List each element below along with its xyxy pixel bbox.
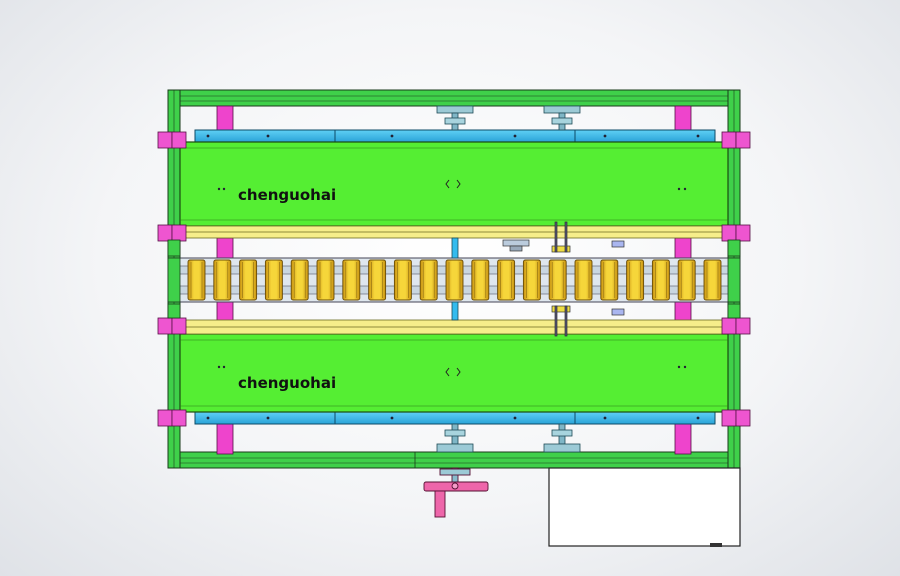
roller [393, 259, 412, 301]
blue-rails [194, 129, 716, 425]
roller [677, 259, 696, 301]
roller [290, 259, 309, 301]
roller [316, 259, 335, 301]
lower-belt: chenguohai [179, 333, 729, 413]
upper-belt: chenguohai [179, 141, 729, 227]
roller [497, 259, 516, 301]
upper-belt-label: chenguohai [238, 186, 336, 204]
sensor-parts [502, 221, 625, 337]
handwheel [423, 467, 489, 518]
roller [264, 259, 283, 301]
roller [574, 259, 593, 301]
upper-guide [179, 225, 729, 239]
rollers [187, 259, 722, 301]
roller [703, 259, 722, 301]
adjustment-screws [436, 105, 581, 453]
roller [187, 259, 206, 301]
roller [239, 259, 258, 301]
center-shaft [451, 237, 459, 321]
lower-belt-label: chenguohai [238, 374, 336, 392]
roller [213, 259, 232, 301]
roller [471, 259, 490, 301]
roller [445, 259, 464, 301]
lower-guide [179, 319, 729, 335]
roller [600, 259, 619, 301]
title-block [548, 467, 741, 547]
roller [368, 259, 387, 301]
rail-bolts [206, 134, 700, 420]
roller [651, 259, 670, 301]
roller [626, 259, 645, 301]
roller [548, 259, 567, 301]
roller [419, 259, 438, 301]
roller [522, 259, 541, 301]
side-clips [167, 239, 741, 319]
roller [342, 259, 361, 301]
corner-clamps [157, 131, 751, 427]
